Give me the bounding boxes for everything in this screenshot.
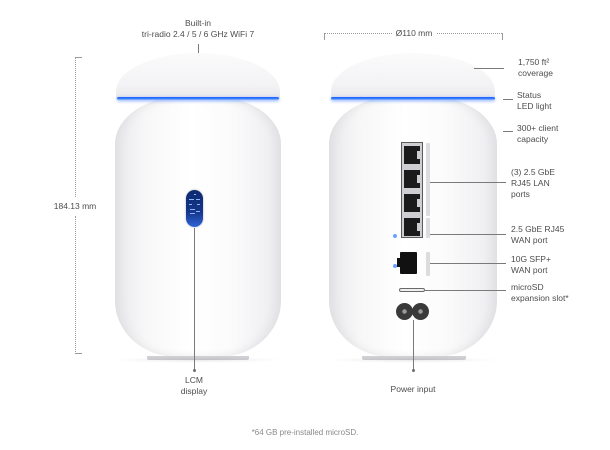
sfp-link-led-icon: [393, 264, 397, 268]
wan-sfp-line-2: WAN port: [511, 265, 548, 275]
lan-port-2-icon: [404, 170, 420, 188]
lcm-label-line-1: LCM: [185, 375, 203, 385]
wan-rj45-line-1: 2.5 GbE RJ45: [511, 224, 565, 234]
callout-wan-sfp: 10G SFP+ WAN port: [511, 254, 551, 276]
rear-status-led: [331, 97, 495, 100]
wan-port-strip: [426, 218, 430, 238]
height-dim-line-bottom: [75, 216, 76, 354]
width-dim-left-tick: [324, 33, 325, 40]
wan-rj45-line-2: WAN port: [511, 235, 548, 245]
lcm-display-icon: [186, 190, 203, 227]
lan-ports-line-1: (3) 2.5 GbE: [511, 167, 555, 177]
wifi-label-line-2: tri-radio 2.4 / 5 / 6 GHz WiFi 7: [141, 29, 255, 39]
client-capacity-line-1: 300+ client: [517, 123, 559, 133]
height-dimension: 184.13 mm: [53, 201, 97, 211]
height-dim-top-tick: [75, 57, 82, 58]
lcm-label-line-2: display: [180, 386, 208, 396]
status-led-leader: [503, 99, 513, 100]
front-device-cap: [116, 53, 280, 99]
front-device-body: [115, 96, 281, 357]
lan-ports-leader: [430, 182, 506, 183]
width-dim-right-tick: [502, 33, 503, 40]
height-dim-line-top: [75, 57, 76, 197]
wifi-radio-label: Built-in tri-radio 2.4 / 5 / 6 GHz WiFi …: [118, 18, 278, 40]
power-input-icon: [396, 303, 430, 320]
width-dim-line-right: [437, 33, 502, 34]
height-dim-bottom-tick: [75, 353, 82, 354]
sfp-port-icon: [397, 252, 417, 274]
sfp-port-strip: [426, 252, 430, 276]
power-input-line-1: Power input: [390, 384, 436, 394]
callout-wan-rj45: 2.5 GbE RJ45 WAN port: [511, 224, 564, 246]
footnote: *64 GB pre-installed microSD.: [251, 428, 359, 437]
lcm-leader-line: [194, 228, 195, 370]
callout-coverage: 1,750 ft² coverage: [518, 57, 553, 79]
coverage-line-2: coverage: [518, 68, 553, 78]
wan-rj45-port-icon: [404, 218, 420, 236]
status-led-line-1: Status: [517, 90, 542, 100]
callout-microsd: microSD expansion slot*: [511, 282, 569, 304]
wan-sfp-line-1: 10G SFP+: [511, 254, 551, 264]
width-dimension: Ø110 mm: [395, 28, 433, 38]
status-led-line-2: LED light: [517, 101, 552, 111]
wan-rj45-leader: [430, 234, 506, 235]
coverage-line-1: 1,750 ft²: [518, 57, 550, 67]
front-device-base: [147, 356, 249, 360]
rear-device-cap: [331, 53, 495, 99]
front-status-led: [117, 97, 279, 100]
rj45-port-block: [401, 142, 423, 238]
callout-client-capacity: 300+ client capacity: [517, 123, 558, 145]
callout-lan-ports: (3) 2.5 GbE RJ45 LAN ports: [511, 167, 555, 200]
client-capacity-line-2: capacity: [517, 134, 549, 144]
wan-link-led-icon: [393, 234, 397, 238]
rear-device-base: [362, 356, 466, 360]
width-dim-line-left: [324, 33, 392, 34]
lcm-leader-dot: [193, 369, 196, 372]
lan-port-strip: [426, 143, 430, 216]
wifi-label-line-1: Built-in: [185, 18, 211, 28]
power-input-label: Power input: [378, 384, 448, 395]
microsd-line-1: microSD: [511, 282, 544, 292]
lan-port-1-icon: [404, 146, 420, 164]
client-capacity-leader: [503, 131, 513, 132]
microsd-leader: [425, 290, 506, 291]
microsd-slot-icon: [399, 288, 425, 292]
front-device-shadow: [110, 357, 286, 363]
microsd-line-2: expansion slot*: [511, 293, 569, 303]
lcm-display-label: LCM display: [164, 375, 224, 397]
power-leader-line: [413, 320, 414, 370]
power-leader-dot: [412, 369, 415, 372]
lan-ports-line-2: RJ45 LAN: [511, 178, 550, 188]
lan-ports-line-3: ports: [511, 189, 530, 199]
coverage-leader: [474, 68, 504, 69]
lan-port-3-icon: [404, 194, 420, 212]
callout-status-led: Status LED light: [517, 90, 552, 112]
wan-sfp-leader: [430, 263, 506, 264]
